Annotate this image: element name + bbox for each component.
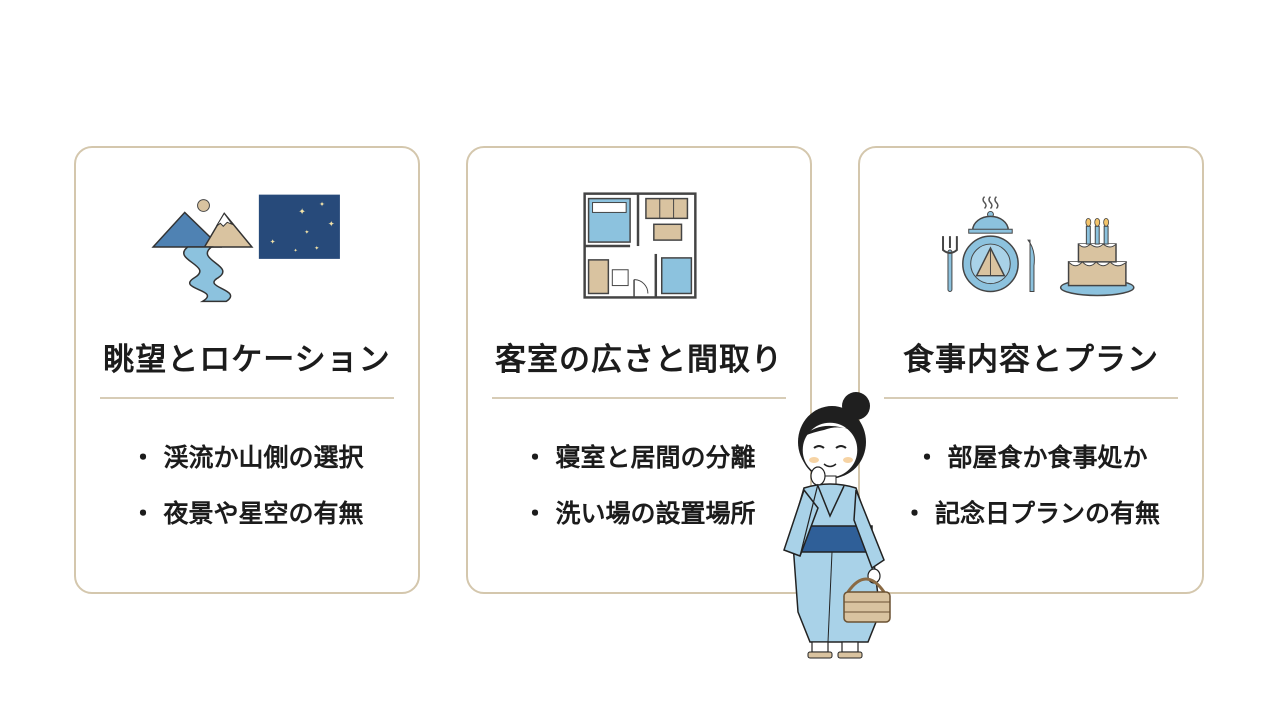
night-sky-icon: ✦ ✦ ✦ ✦ ✦ ✦ ✦ xyxy=(258,194,340,259)
title-divider xyxy=(100,397,394,399)
bullet-mark: ・ xyxy=(522,499,548,528)
bullet-text: 寝室と居間の分離 xyxy=(555,443,756,472)
svg-text:✦: ✦ xyxy=(270,238,276,246)
bullet-text: 夜景や星空の有無 xyxy=(163,499,364,528)
bullet-mark: ・ xyxy=(130,499,156,528)
bullet-mark: ・ xyxy=(901,499,927,528)
svg-text:✦: ✦ xyxy=(304,229,309,236)
bullet-mark: ・ xyxy=(130,443,156,472)
cake-icon xyxy=(1059,217,1135,297)
card-title: 客室の広さと間取り xyxy=(495,342,783,378)
svg-text:✦: ✦ xyxy=(319,200,325,208)
bullet-mark: ・ xyxy=(522,443,548,472)
card-meal-plan: 食事内容とプラン ・部屋食か食事処か ・記念日プランの有無 xyxy=(858,146,1204,594)
dining-set-icon xyxy=(942,196,1035,293)
bullet-text: 部屋食か食事処か xyxy=(947,443,1148,472)
card-room-layout: 客室の広さと間取り ・寝室と居間の分離 ・洗い場の設置場所 xyxy=(466,146,812,594)
view-illustration: ✦ ✦ ✦ ✦ ✦ ✦ ✦ xyxy=(151,194,340,303)
list-item: ・洗い場の設置場所 xyxy=(468,496,810,552)
svg-text:✦: ✦ xyxy=(298,207,306,217)
list-item: ・部屋食か食事処か xyxy=(860,440,1202,496)
yukata-woman-illustration xyxy=(783,392,891,659)
svg-text:✦: ✦ xyxy=(293,248,297,254)
card-view-location: ✦ ✦ ✦ ✦ ✦ ✦ ✦ 眺望とロケーション ・渓流か山側の選択 ・夜景や星空… xyxy=(74,146,420,594)
bullet-mark: ・ xyxy=(914,443,940,472)
card-title: 眺望とロケーション xyxy=(103,342,391,378)
title-divider xyxy=(884,397,1178,399)
list-item: ・寝室と居間の分離 xyxy=(468,440,810,496)
bullet-text: 記念日プランの有無 xyxy=(935,499,1161,528)
card-title: 食事内容とプラン xyxy=(903,342,1159,378)
list-item: ・渓流か山側の選択 xyxy=(76,440,418,496)
list-item: ・夜景や星空の有無 xyxy=(76,496,418,552)
meal-illustration xyxy=(942,196,1135,297)
floor-plan-icon xyxy=(583,192,697,299)
bullet-text: 洗い場の設置場所 xyxy=(555,499,756,528)
list-item: ・記念日プランの有無 xyxy=(860,496,1202,552)
bullet-list: ・部屋食か食事処か ・記念日プランの有無 xyxy=(860,440,1202,552)
mountain-river-icon xyxy=(151,199,254,303)
layout-illustration xyxy=(583,192,697,299)
svg-text:✦: ✦ xyxy=(328,219,335,228)
bullet-list: ・渓流か山側の選択 ・夜景や星空の有無 xyxy=(76,440,418,552)
bullet-text: 渓流か山側の選択 xyxy=(163,443,364,472)
title-divider xyxy=(492,397,786,399)
svg-text:✦: ✦ xyxy=(314,245,319,252)
bullet-list: ・寝室と居間の分離 ・洗い場の設置場所 xyxy=(468,440,810,552)
